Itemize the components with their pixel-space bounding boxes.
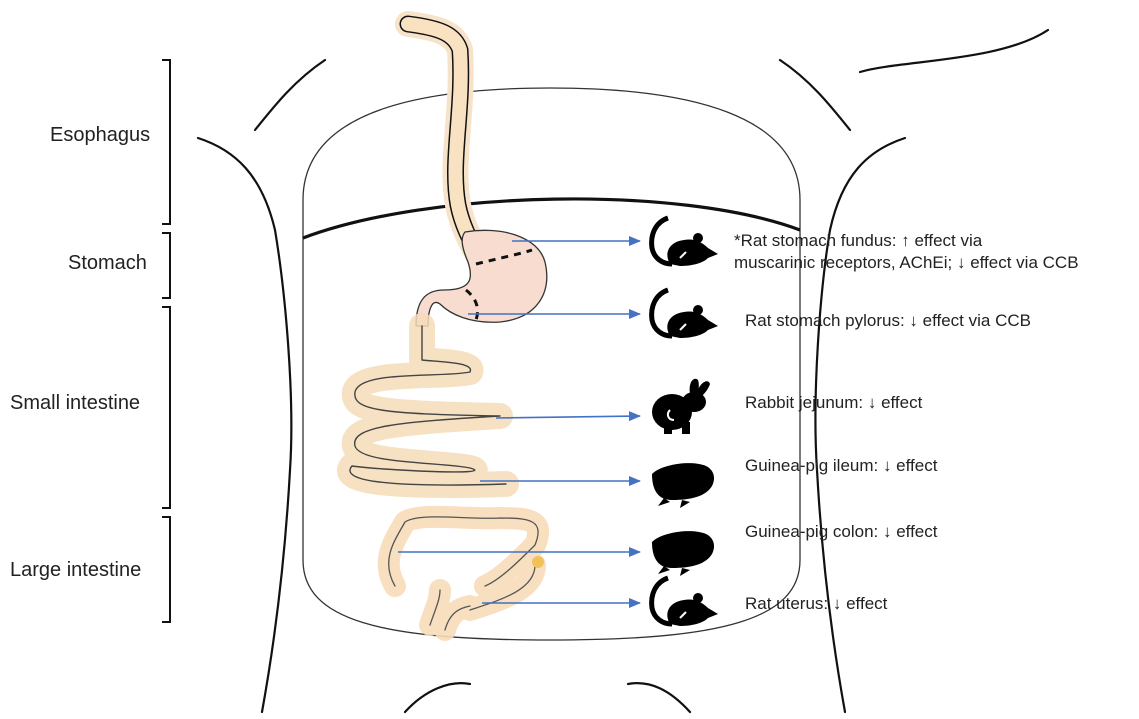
abdomen-capsule xyxy=(303,88,800,640)
diaphragm xyxy=(303,199,800,238)
annotation-jejunum: Rabbit jejunum: ↓ effect xyxy=(745,392,922,414)
label-small-intestine: Small intestine xyxy=(10,392,140,415)
label-stomach: Stomach xyxy=(68,252,147,275)
stomach-organ xyxy=(416,230,547,326)
large-intestine-organ xyxy=(389,517,544,630)
guinea-pig-icon xyxy=(652,531,714,576)
rat-icon xyxy=(652,218,718,266)
arrow-jejunum xyxy=(496,416,640,418)
guinea-pig-icon xyxy=(652,463,714,508)
rat-icon xyxy=(652,290,718,338)
appendix xyxy=(532,556,544,568)
annotation-line: *Rat stomach fundus: ↑ effect via xyxy=(734,230,1079,252)
bracket-esophagus xyxy=(162,60,170,224)
small-intestine-organ xyxy=(350,326,506,485)
annotation-stomach-pylorus: Rat stomach pylorus: ↓ effect via CCB xyxy=(745,310,1031,332)
annotation-line: muscarinic receptors, AChEi; ↓ effect vi… xyxy=(734,252,1079,274)
annotation-colon: Guinea-pig colon: ↓ effect xyxy=(745,521,937,543)
rat-icon xyxy=(652,578,718,626)
bracket-small-intestine xyxy=(162,307,170,508)
bracket-large-intestine xyxy=(162,517,170,622)
body-outline xyxy=(198,30,1048,712)
esophagus-organ xyxy=(408,24,480,258)
rabbit-icon xyxy=(652,379,710,434)
bracket-stomach xyxy=(162,233,170,298)
label-large-intestine: Large intestine xyxy=(10,559,141,582)
label-esophagus: Esophagus xyxy=(50,124,150,147)
annotation-uterus: Rat uterus: ↓ effect xyxy=(745,593,887,615)
annotation-stomach-fundus: *Rat stomach fundus: ↑ effect via muscar… xyxy=(734,230,1079,274)
annotation-ileum: Guinea-pig ileum: ↓ effect xyxy=(745,455,937,477)
